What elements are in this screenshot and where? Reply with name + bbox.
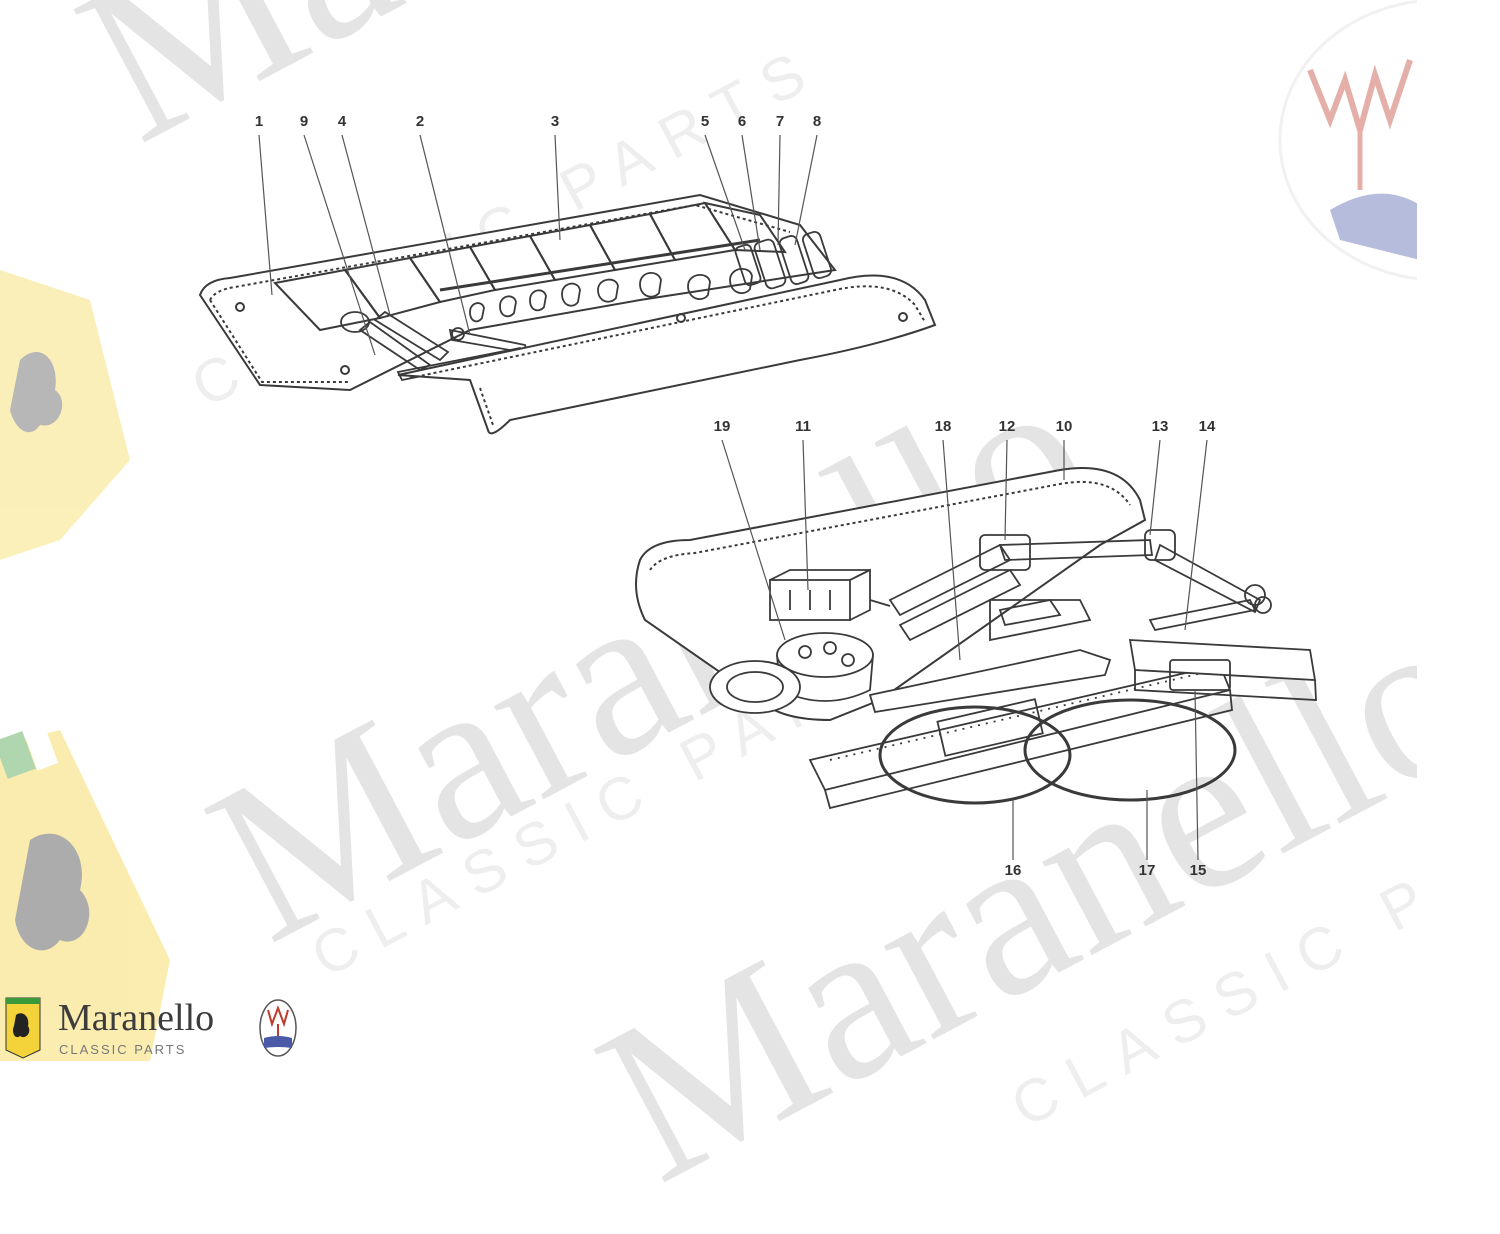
callout-11: 11 — [795, 418, 811, 435]
callout-15: 15 — [1189, 862, 1207, 879]
scissor-jack — [888, 529, 1272, 642]
callout-4: 4 — [337, 113, 347, 130]
jack-bag — [635, 467, 1317, 810]
callout-1: 1 — [254, 113, 264, 130]
ferrari-shield-icon — [0, 725, 170, 1061]
callout-7: 7 — [775, 113, 785, 130]
ferrari-shield-icon — [0, 270, 130, 560]
callout-leaders — [258, 134, 1208, 861]
callout-2: 2 — [415, 113, 425, 130]
callout-12: 12 — [998, 418, 1016, 435]
callout-8: 8 — [812, 113, 822, 130]
tool-tin — [776, 632, 874, 702]
callout-3: 3 — [550, 113, 560, 130]
wrench-set — [469, 268, 753, 323]
callout-17: 17 — [1138, 862, 1156, 879]
tin-lid — [709, 660, 801, 714]
callout-16: 16 — [1004, 862, 1022, 879]
extension-board — [1128, 639, 1317, 701]
callout-6: 6 — [737, 113, 747, 130]
callout-10: 10 — [1055, 418, 1073, 435]
jack-motor-unit — [769, 568, 891, 621]
ferrari-logo-icon — [5, 997, 41, 1059]
callout-19: 19 — [713, 418, 731, 435]
rubber-belt — [878, 698, 1237, 805]
callout-13: 13 — [1151, 418, 1169, 435]
tool-roll — [198, 193, 937, 435]
support-board — [808, 663, 1233, 810]
footer-brand-name: Maranello — [58, 997, 215, 1039]
callout-5: 5 — [700, 113, 710, 130]
footer-brand-sub: CLASSIC PARTS — [59, 1042, 187, 1057]
maserati-logo-icon — [259, 999, 297, 1057]
exploded-diagram — [0, 0, 1500, 1061]
callout-18: 18 — [934, 418, 952, 435]
screwdriver-set — [734, 231, 833, 290]
callout-9: 9 — [299, 113, 309, 130]
callout-14: 14 — [1198, 418, 1216, 435]
